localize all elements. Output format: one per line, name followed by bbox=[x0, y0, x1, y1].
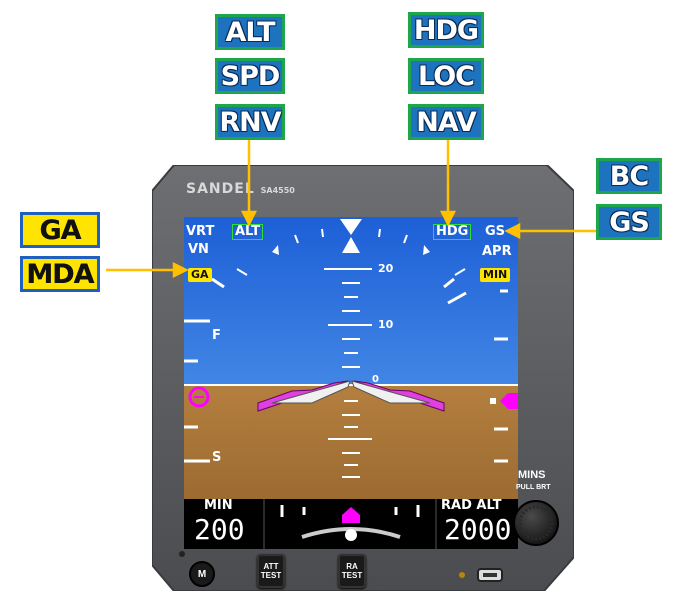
callout-hdg: HDG bbox=[408, 12, 484, 48]
callout-spd: SPD bbox=[215, 58, 285, 94]
bezel-graphic bbox=[151, 164, 575, 592]
ga-annunciator: GA bbox=[188, 268, 212, 282]
radalt-label: RAD ALT bbox=[441, 498, 502, 513]
vrt-annunciator: VRT bbox=[186, 224, 215, 239]
pitch-label-0: 0 bbox=[372, 374, 379, 385]
mins-knob[interactable] bbox=[514, 501, 558, 545]
callout-rnv: RNV bbox=[215, 104, 285, 140]
instrument-bezel: SANDEL SA4550 VRT ALT VN GA HDG GS APR M… bbox=[151, 164, 575, 592]
pull-brt-label: PULL BRT bbox=[516, 484, 551, 491]
callout-loc: LOC bbox=[408, 58, 484, 94]
ra-test-line2: TEST bbox=[341, 571, 363, 580]
att-test-line2: TEST bbox=[260, 571, 282, 580]
vn-annunciator: VN bbox=[188, 242, 209, 257]
min-value: 200 bbox=[194, 513, 245, 546]
min-annunciator: MIN bbox=[480, 268, 511, 282]
callout-gs: GS bbox=[596, 204, 662, 240]
alt-annunciator: ALT bbox=[232, 224, 264, 240]
radalt-value: 2000 bbox=[444, 513, 512, 546]
gs-annunciator: GS bbox=[485, 224, 506, 239]
callout-bc: BC bbox=[596, 158, 662, 194]
speed-tape-f: F bbox=[212, 328, 221, 343]
mins-label: MINS bbox=[518, 469, 546, 481]
pitch-label-10: 10 bbox=[378, 318, 394, 331]
m-button[interactable]: M bbox=[190, 562, 214, 586]
model-number: SA4550 bbox=[260, 186, 295, 195]
apr-annunciator: APR bbox=[482, 244, 512, 259]
m-button-label: M bbox=[197, 568, 207, 580]
callout-nav: NAV bbox=[408, 104, 484, 140]
brand-logo: SANDEL SA4550 bbox=[186, 181, 295, 197]
hdg-annunciator: HDG bbox=[433, 224, 472, 240]
callout-ga: GA bbox=[20, 212, 100, 248]
min-label: MIN bbox=[204, 498, 233, 513]
pitch-label-20: 20 bbox=[378, 262, 394, 275]
att-test-line1: ATT bbox=[263, 562, 279, 571]
ra-test-line1: RA bbox=[346, 562, 358, 571]
callout-mda: MDA bbox=[20, 256, 100, 292]
speed-tape-s: S bbox=[212, 450, 222, 465]
callout-alt: ALT bbox=[215, 14, 285, 50]
